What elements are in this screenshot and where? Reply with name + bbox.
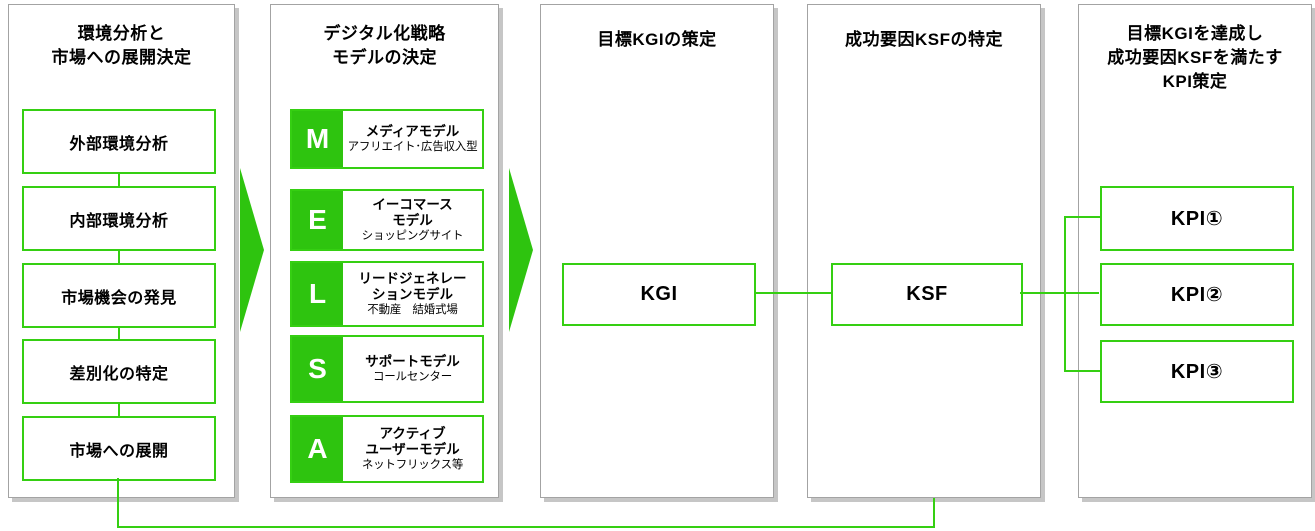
panel-ksf-identification: 成功要因KSFの特定 KSF: [807, 4, 1041, 498]
flow-box-internal-analysis: 内部環境分析: [22, 186, 216, 251]
kpi-box-2: KPI②: [1100, 263, 1294, 326]
model-item-ecommerce: E イーコマース モデル ショッピングサイト: [290, 189, 484, 251]
model-title: サポートモデル: [365, 353, 460, 369]
connector-vertical: [118, 174, 120, 186]
model-title: メディアモデル: [365, 123, 460, 139]
model-item-active-user: A アクティブ ユーザーモデル ネットフリックス等: [290, 415, 484, 483]
panel-kpi-formulation: 目標KGIを達成し 成功要因KSFを満たす KPI策定 KPI① KPI② KP…: [1078, 4, 1312, 498]
panel-title: 目標KGIの策定: [597, 30, 717, 49]
connector-kpi1-stub: [1064, 216, 1100, 218]
model-title: イーコマース モデル: [372, 197, 453, 228]
model-letter-m: M: [292, 111, 343, 167]
panel-digital-strategy-model: デジタル化戦略 モデルの決定 M メディアモデル アフリエイト･広告収入型 E …: [270, 4, 499, 498]
model-item-media: M メディアモデル アフリエイト･広告収入型: [290, 109, 484, 169]
flow-box-market-deployment: 市場への展開: [22, 416, 216, 481]
connector-vertical: [118, 328, 120, 339]
connector-ksf-kpi2: [1020, 292, 1099, 294]
model-subtitle: 不動産 結婚式場: [367, 304, 458, 317]
connector-kgi-ksf: [755, 292, 832, 294]
model-title: アクティブ ユーザーモデル: [365, 426, 460, 457]
model-item-lead-generation: L リードジェネレー ションモデル 不動産 結婚式場: [290, 261, 484, 327]
model-subtitle: ショッピングサイト: [361, 230, 464, 243]
connector-kpi3-stub: [1064, 370, 1100, 372]
panel-kgi-formulation: 目標KGIの策定 KGI: [540, 4, 774, 498]
model-item-support: S サポートモデル コールセンター: [290, 335, 484, 403]
connector-vertical: [118, 404, 120, 416]
panel-title: 成功要因KSFの特定: [845, 30, 1003, 49]
panel-title: 目標KGIを達成し 成功要因KSFを満たす KPI策定: [1107, 24, 1283, 92]
model-letter-l: L: [292, 263, 343, 325]
model-letter-a: A: [292, 417, 343, 481]
connector-vertical: [118, 251, 120, 263]
flow-arrow-icon: [240, 168, 264, 332]
kgi-box: KGI: [562, 263, 756, 326]
model-letter-e: E: [292, 191, 343, 249]
connector-kpi-bracket: [1064, 216, 1066, 372]
flow-box-external-analysis: 外部環境分析: [22, 109, 216, 174]
feedback-line-bottom: [117, 526, 935, 528]
model-subtitle: アフリエイト･広告収入型: [347, 141, 478, 154]
flow-arrow-icon: [509, 168, 533, 332]
model-title: リードジェネレー ションモデル: [358, 271, 467, 302]
flow-box-differentiation: 差別化の特定: [22, 339, 216, 404]
model-subtitle: ネットフリックス等: [361, 459, 464, 472]
panel-title: デジタル化戦略 モデルの決定: [323, 24, 446, 68]
feedback-line-left: [117, 478, 119, 528]
model-letter-s: S: [292, 337, 343, 401]
feedback-line-right: [933, 498, 935, 528]
panel-environment-analysis: 環境分析と 市場への展開決定 外部環境分析 内部環境分析 市場機会の発見 差別化…: [8, 4, 235, 498]
kpi-box-1: KPI①: [1100, 186, 1294, 251]
model-subtitle: コールセンター: [372, 371, 453, 384]
ksf-box: KSF: [831, 263, 1023, 326]
panel-title: 環境分析と 市場への展開決定: [51, 24, 192, 68]
kpi-box-3: KPI③: [1100, 340, 1294, 403]
flow-box-market-opportunity: 市場機会の発見: [22, 263, 216, 328]
